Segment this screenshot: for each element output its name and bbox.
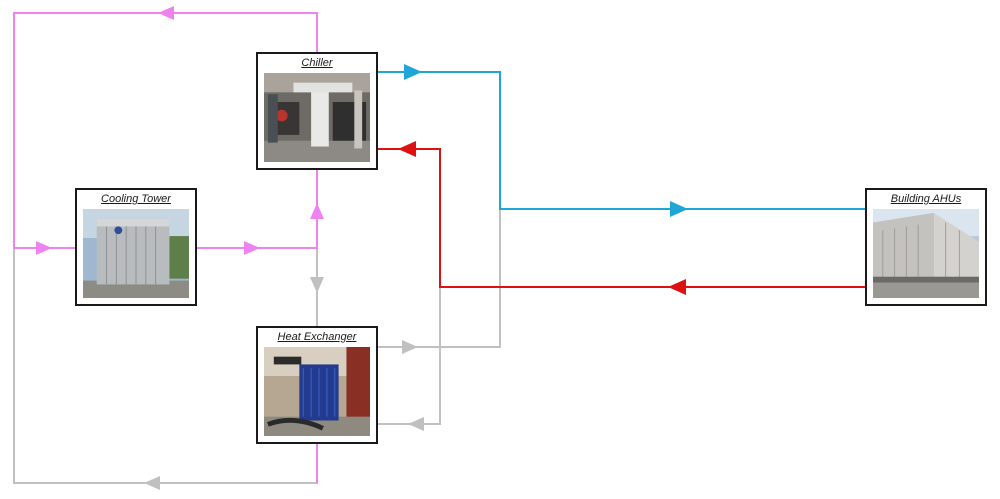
arrow-left-icon (408, 417, 424, 431)
condenser-arrows (36, 6, 324, 255)
building-ahus-label: Building AHUs (890, 193, 962, 205)
arrow-left-icon (398, 141, 416, 157)
arrow-left-icon (668, 279, 686, 295)
chiller-to-tower-line (13, 12, 318, 249)
chilled-return-arrows (398, 141, 686, 295)
cooling-tower-box: Cooling Tower (75, 188, 197, 306)
cooling-tower-photo (83, 209, 189, 298)
heat-exchanger-box: Heat Exchanger (256, 326, 378, 444)
arrow-right-icon (402, 340, 418, 354)
arrow-left-icon (144, 476, 160, 490)
arrow-down-icon (310, 277, 324, 293)
arrow-left-icon (158, 6, 174, 20)
chilled-return-loop (376, 148, 866, 288)
chiller-photo (264, 73, 370, 162)
economizer-arrows (144, 277, 424, 490)
heat-exchanger-label: Heat Exchanger (277, 331, 357, 343)
arrow-right-icon (244, 241, 260, 255)
chilled-supply-arrows (404, 64, 688, 217)
chiller-box: Chiller (256, 52, 378, 170)
cooling-tower-label: Cooling Tower (101, 193, 171, 205)
hx-return-line (376, 287, 441, 425)
arrow-right-icon (36, 241, 52, 255)
heat-exchanger-photo (264, 347, 370, 436)
arrow-right-icon (404, 64, 422, 80)
arrow-right-icon (670, 201, 688, 217)
building-ahu-photo (873, 209, 979, 298)
tower-to-chiller-line (196, 170, 318, 249)
condenser-loop (13, 12, 318, 483)
hx-supply-line (376, 208, 501, 348)
building-ahus-box: Building AHUs (865, 188, 987, 306)
chiller-label: Chiller (301, 57, 333, 69)
arrow-up-icon (310, 203, 324, 219)
chilled-supply-loop (376, 71, 866, 210)
